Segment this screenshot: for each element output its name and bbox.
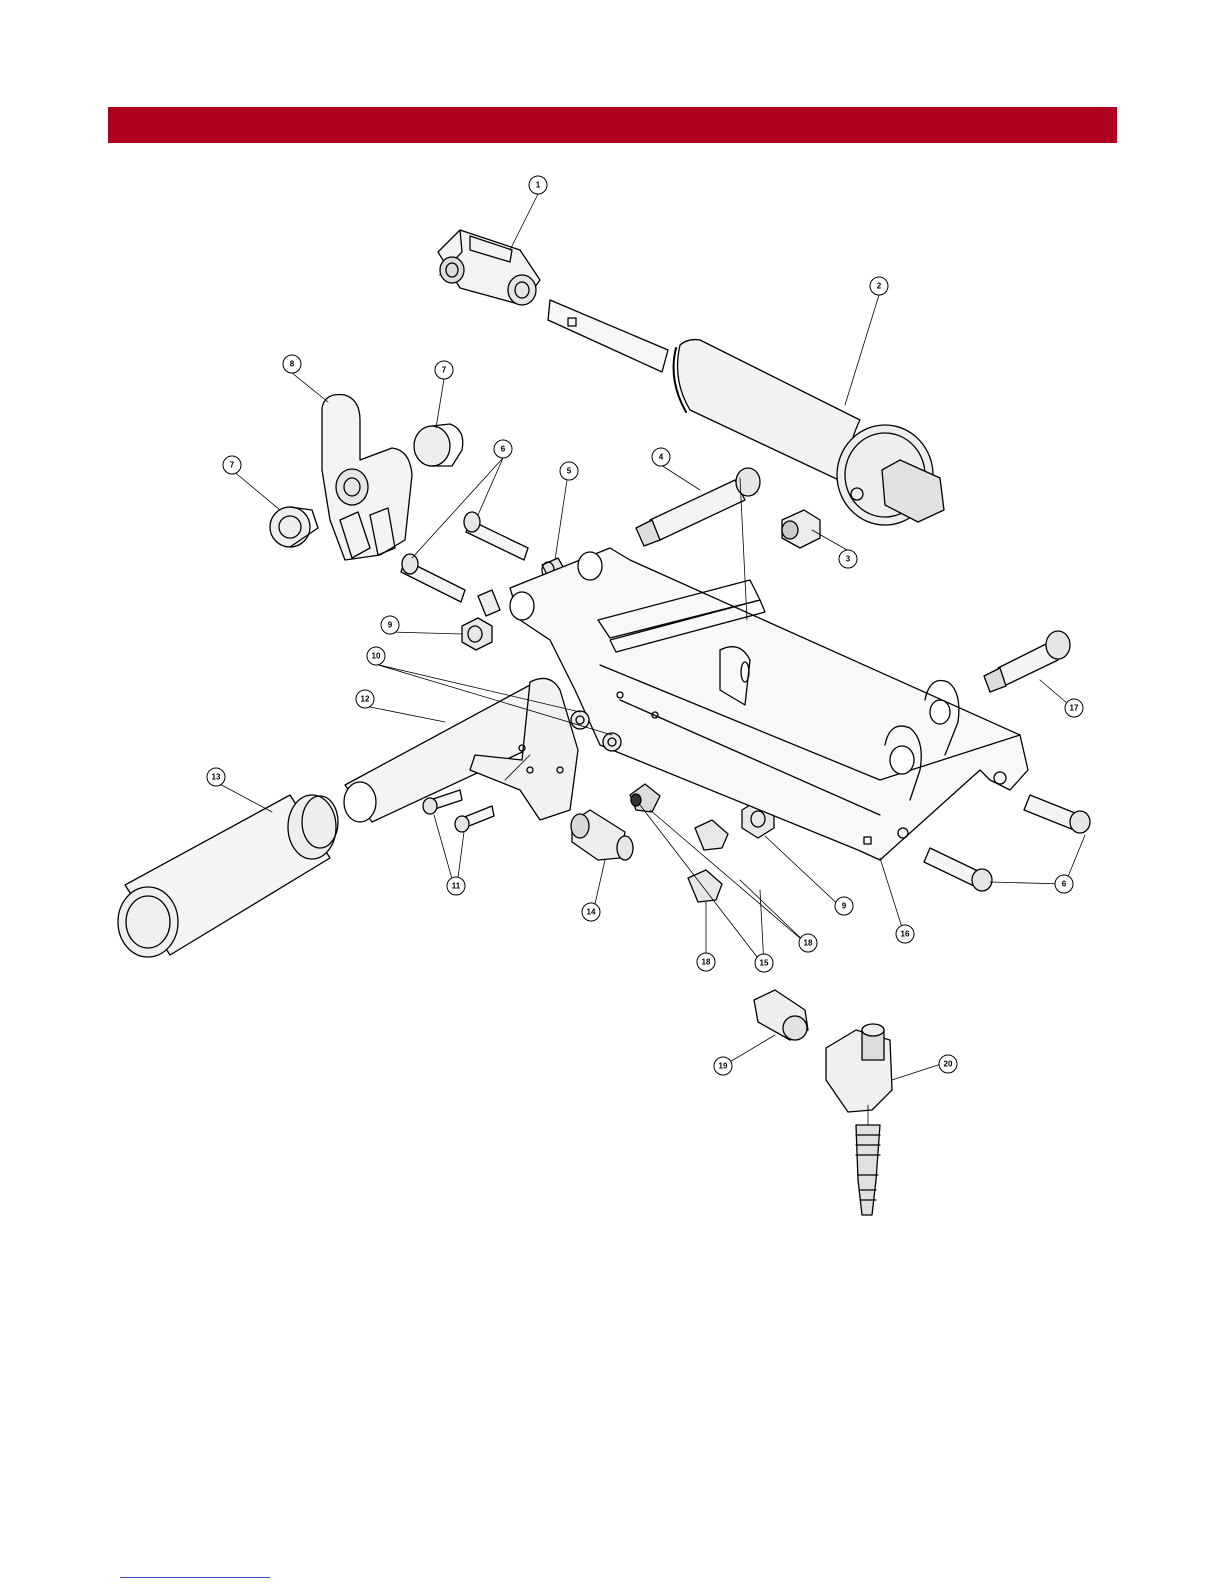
callout-10: 10	[367, 647, 385, 665]
callout-3: 3	[839, 550, 857, 568]
part-bushing-7-b	[414, 424, 463, 466]
part-bushing-7-a	[270, 507, 318, 547]
svg-text:10: 10	[372, 652, 381, 661]
part-cap-19	[754, 990, 808, 1040]
callout-20: 20	[939, 1055, 957, 1073]
part-bolts-6-top	[401, 512, 528, 602]
svg-text:6: 6	[1062, 880, 1067, 889]
part-lever-8	[322, 395, 412, 560]
callout-9: 9	[835, 897, 853, 915]
callout-6: 6	[1055, 875, 1073, 893]
part-shoulder-bolt-17	[984, 631, 1070, 692]
svg-text:19: 19	[719, 1062, 728, 1071]
callout-13: 13	[207, 768, 225, 786]
part-nut-3	[782, 510, 820, 548]
callout-2: 2	[870, 277, 888, 295]
callout-7: 7	[435, 361, 453, 379]
svg-text:11: 11	[452, 882, 461, 891]
part-screws-11	[423, 790, 494, 832]
callout-16: 16	[896, 925, 914, 943]
svg-text:18: 18	[804, 939, 813, 948]
svg-text:9: 9	[842, 902, 847, 911]
callout-1: 1	[529, 176, 547, 194]
svg-text:7: 7	[442, 366, 447, 375]
callout-4: 4	[652, 448, 670, 466]
svg-text:16: 16	[901, 930, 910, 939]
callout-7: 7	[223, 456, 241, 474]
callout-12: 12	[356, 690, 374, 708]
svg-text:12: 12	[361, 695, 370, 704]
svg-text:2: 2	[877, 282, 882, 291]
callout-8: 8	[283, 355, 301, 373]
callout-15: 15	[755, 954, 773, 972]
callout-14: 14	[582, 903, 600, 921]
callout-6: 6	[494, 440, 512, 458]
svg-text:6: 6	[501, 445, 506, 454]
callout-9: 9	[381, 616, 399, 634]
callout-5: 5	[560, 462, 578, 480]
part-fitting-18-b	[688, 870, 722, 902]
part-clevis	[438, 230, 540, 305]
callout-18: 18	[697, 953, 715, 971]
svg-text:15: 15	[760, 959, 769, 968]
svg-text:7: 7	[230, 461, 235, 470]
svg-text:4: 4	[659, 453, 664, 462]
svg-text:13: 13	[212, 773, 221, 782]
svg-text:20: 20	[944, 1060, 953, 1069]
svg-text:5: 5	[567, 467, 572, 476]
callout-17: 17	[1065, 699, 1083, 717]
svg-text:1: 1	[536, 181, 541, 190]
part-grip-13	[118, 795, 338, 957]
callout-18: 18	[799, 934, 817, 952]
callout-11: 11	[447, 877, 465, 895]
part-fitting-18-a	[695, 820, 728, 850]
footer-rule	[120, 1577, 270, 1578]
svg-text:8: 8	[290, 360, 295, 369]
svg-text:14: 14	[587, 908, 596, 917]
svg-text:9: 9	[388, 621, 393, 630]
part-fitting-14	[571, 810, 633, 860]
svg-text:18: 18	[702, 958, 711, 967]
svg-text:17: 17	[1070, 704, 1079, 713]
part-elbow-15	[630, 784, 660, 812]
callout-19: 19	[714, 1057, 732, 1075]
part-tee-20	[826, 1024, 892, 1215]
part-nut-9-a	[462, 590, 500, 650]
svg-text:3: 3	[846, 555, 851, 564]
